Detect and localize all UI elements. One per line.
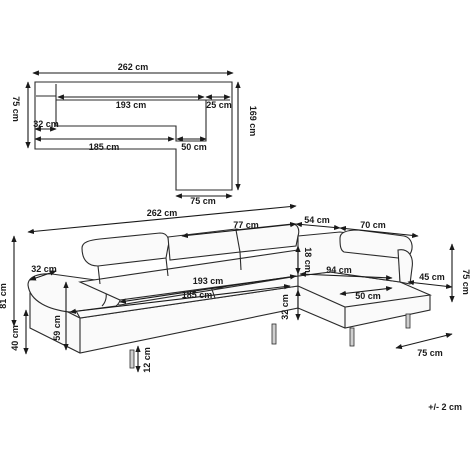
- plan-seat-length-label: 185 cm: [89, 142, 120, 152]
- persp-seat-length-label: 185 cm: [182, 290, 213, 300]
- persp-seat-floor-height-label: 40 cm: [10, 325, 20, 351]
- plan-outline: [34, 81, 233, 191]
- plan-chaise-width-label: 75 cm: [190, 196, 216, 206]
- headrest-left: [81, 232, 170, 267]
- persp-seat-height-back-label: 59 cm: [52, 315, 62, 341]
- persp-backrest-height-label: 18 cm: [303, 247, 313, 273]
- leg-front-mid: [271, 323, 277, 345]
- persp-chaise-depth-label: 75 cm: [417, 348, 443, 358]
- plan-seat-width-label: 193 cm: [116, 100, 147, 110]
- plan-total-width-label: 262 cm: [118, 62, 149, 72]
- persp-leg-height-label: 12 cm: [142, 347, 152, 373]
- persp-seat-width-label: 193 cm: [193, 276, 224, 286]
- persp-total-height-left-label: 81 cm: [0, 283, 8, 309]
- plan-total-depth-label: 169 cm: [248, 106, 258, 137]
- persp-chaise-back-width-label: 70 cm: [360, 220, 386, 230]
- plan-depth-left-label: 75 cm: [11, 96, 21, 122]
- plan-seat-depth-right-label: 25 cm: [206, 100, 232, 110]
- leg-chaise-right: [405, 313, 411, 329]
- persp-chaise-seat-width-label: 50 cm: [355, 291, 381, 301]
- persp-corner-width-label: 54 cm: [304, 215, 330, 225]
- leg-chaise-front: [349, 327, 355, 347]
- plan-view: 262 cm 75 cm 193 cm 25 cm 32 cm 185 cm 5…: [11, 62, 258, 206]
- persp-headrest-section-label: 77 cm: [233, 220, 259, 230]
- chaise-armrest: [397, 249, 413, 285]
- leg-front-left: [129, 349, 135, 369]
- plan-inner-outline: [55, 84, 230, 142]
- perspective-view: 262 cm 77 cm 54 cm 70 cm 32 cm 18 cm 193…: [0, 203, 470, 373]
- persp-armrest-length-label: 32 cm: [31, 264, 57, 274]
- persp-chaise-length-label: 94 cm: [326, 265, 352, 275]
- tolerance-note: +/- 2 cm: [428, 402, 462, 412]
- plan-chaise-seat-width-label: 50 cm: [181, 142, 207, 152]
- persp-total-width-label: 262 cm: [147, 208, 178, 218]
- persp-total-height-right-label: 75 cm: [461, 269, 470, 295]
- plan-armrest-width-label: 32 cm: [33, 119, 59, 129]
- persp-chaise-arm-width-label: 45 cm: [419, 272, 445, 282]
- persp-seat-height-label: 32 cm: [280, 294, 290, 320]
